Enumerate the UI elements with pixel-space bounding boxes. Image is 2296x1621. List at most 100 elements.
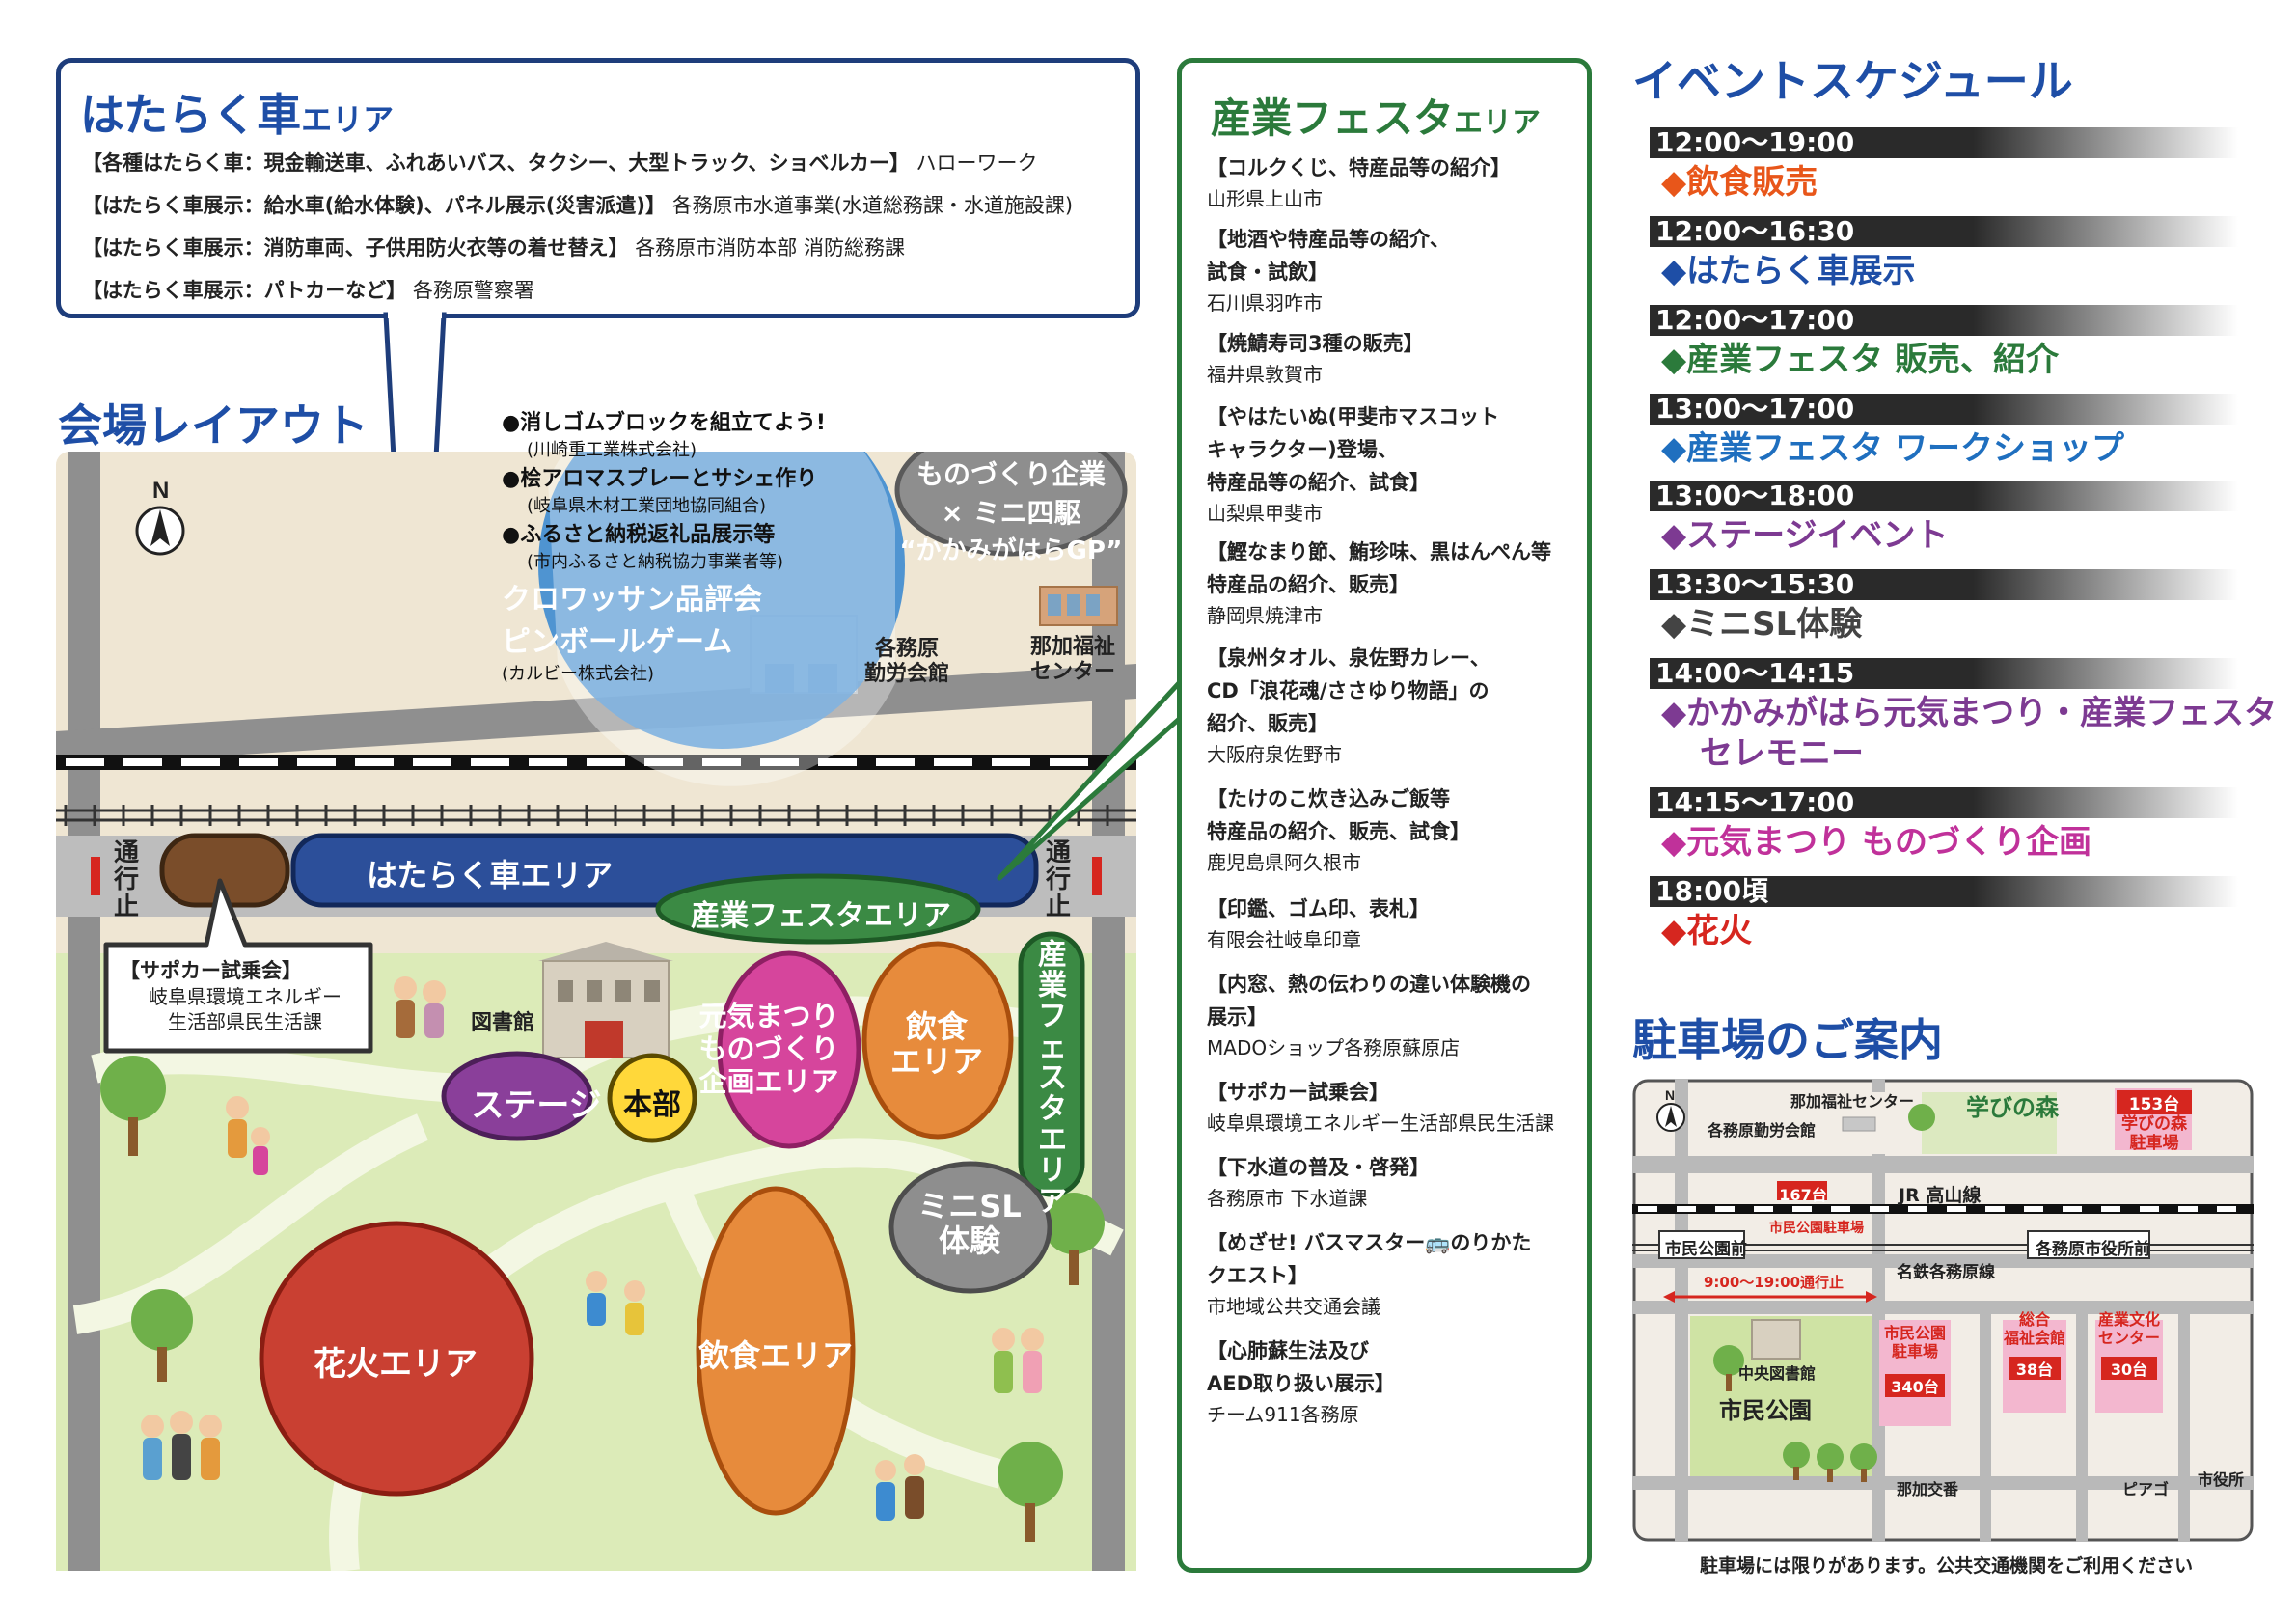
north-label: N — [152, 478, 169, 504]
festa-item: 【心肺蘇生法及び AED取り扱い展示】チーム911各務原 — [1207, 1339, 1396, 1426]
schedule-time: 18:00頃 — [1650, 876, 2238, 907]
parking-lot-38: 総合 福祉会館 38台 — [2003, 1310, 2065, 1380]
festa-item: 【サポカー試乗会】岐阜県環境エネルギー生活部県民生活課 — [1207, 1081, 1554, 1135]
parking-lot-manabi: 153台 学びの森 駐車場 — [2117, 1090, 2192, 1153]
food-area-2-label: 飲食エリア — [697, 1337, 853, 1374]
genki-label: 元気まつり ものづくり 企画エリア — [698, 1000, 839, 1098]
hataraku-line: 【はたらく車展示：パトカーなど】 各務原警察署 — [82, 279, 534, 302]
tree-icon — [100, 1056, 1105, 1542]
festa-item: 【泉州タオル、泉佐野カレー、 CD「浪花魂/ささゆり物語」の 紹介、販売】大阪府… — [1207, 646, 1490, 766]
workshop-org: (市内ふるさと納税協力事業者等) — [527, 552, 784, 572]
schedule-event: ◆ステージイベント — [1661, 516, 1949, 555]
stage-label: ステージ — [471, 1086, 602, 1125]
road-closed-right: 通行止 — [1046, 838, 1072, 921]
festa-area-label: 産業フェスタエリア — [691, 899, 951, 933]
schedule-time: 13:00〜17:00 — [1650, 394, 2238, 425]
workshop-panel: 産業フェスタワークショップ ●消しゴムブロックを組立てよう! (川崎重工業株式会… — [502, 359, 878, 685]
festa-item: 【たけのこ炊き込みご飯等 特産品の紹介、販売、試食】鹿児島県阿久根市 — [1207, 787, 1470, 874]
sapoka-callout: 【サポカー試乗会】 岐阜県環境エネルギー 生活部県民生活課 — [120, 955, 370, 1034]
workshop-org: (岐阜県木材工業団地協同組合) — [527, 496, 767, 516]
festa-item: 【コルクくじ、特産品等の紹介】山形県上山市 — [1207, 156, 1511, 210]
festa-item: 【地酒や特産品等の紹介、 試食・試飲】石川県羽咋市 — [1207, 228, 1450, 315]
schedule-event: ◆かかみがはら元気まつり・産業フェスタ — [1661, 694, 2278, 732]
north-arrow-icon — [135, 506, 185, 556]
workshop-org: (カルビー株式会社) — [502, 664, 655, 684]
sapoka-title: 【サポカー試乗会】 — [120, 959, 302, 982]
naka-label: 那加福祉 センター — [1030, 635, 1116, 684]
workshop-title: 産業フェスタワークショップ — [502, 367, 878, 400]
schedule-time: 12:00〜19:00 — [1650, 127, 2238, 158]
hanabi-area-label: 花火エリア — [314, 1345, 478, 1384]
parking-north-arrow-icon — [1656, 1103, 1685, 1132]
parking-title: 駐車場のご案内 — [1632, 1014, 1943, 1066]
schedule-time: 14:00〜14:15 — [1650, 658, 2238, 689]
parking-piago-label: ピアゴ — [2122, 1480, 2170, 1498]
workshop-org: (川崎重工業株式会社) — [527, 440, 697, 460]
parking-meitetsu-label: 名鉄各務原線 — [1897, 1263, 1995, 1282]
parking-jr-label: JR 高山線 — [1899, 1185, 1982, 1206]
parking-library-label: 中央図書館 — [1738, 1364, 1817, 1383]
parking-station-2: 各務原市役所前 — [2036, 1240, 2150, 1259]
parking-closed-label: 9:00〜19:00通行止 — [1704, 1274, 1845, 1291]
parking-station-1: 市民公園前 — [1665, 1240, 1747, 1259]
hataraku-line: 【各種はたらく車：現金輸送車、ふれあいバス、タクシー、大型トラック、ショベルカー… — [82, 151, 1038, 175]
festa-item: 【めざせ! バスマスター🚌のりかた クエスト】市地域公共交通会議 — [1207, 1231, 1532, 1318]
honbu-label: 本部 — [623, 1088, 681, 1122]
parking-lot-30: 産業文化 センター 30台 — [2097, 1310, 2160, 1380]
library-building — [538, 942, 673, 1058]
layout-title: 会場レイアウト — [58, 399, 369, 452]
parking-north-label: N — [1665, 1087, 1675, 1103]
parking-shiyakusho-label: 市役所 — [2198, 1470, 2245, 1489]
schedule-event-continued: セレモニー — [1700, 734, 1864, 773]
naka-building — [1039, 586, 1118, 626]
schedule-event: ◆産業フェスタ ワークショップ — [1661, 429, 2124, 468]
festa-item: 【鰹なまり節、鮪珍味、黒はんぺん等 特産品の紹介、販売】静岡県焼津市 — [1207, 540, 1551, 627]
festa-item: 【やはたいぬ(甲斐市マスコット キャラクター)登場、 特産品等の紹介、試食】山梨… — [1207, 405, 1500, 525]
schedule-event: ◆花火 — [1661, 912, 1753, 950]
venue-map: N — [56, 452, 1136, 1571]
hataraku-title: はたらく車エリア — [80, 89, 395, 141]
schedule-event: ◆はたらく車展示 — [1661, 252, 1916, 290]
sapoka-org: 岐阜県環境エネルギー 生活部県民生活課 — [149, 985, 342, 1033]
schedule-event: ◆産業フェスタ 販売、紹介 — [1661, 341, 2059, 379]
sapoka-callout-shape — [103, 878, 373, 1054]
people-icon — [141, 976, 1044, 1521]
workshop-extra: ピンボールゲーム — [502, 625, 733, 659]
parking-library-icon — [1751, 1319, 1801, 1360]
festa-title: 産業フェスタエリア — [1211, 95, 1542, 142]
schedule-time: 13:30〜15:30 — [1650, 569, 2238, 600]
library-label: 図書館 — [471, 1011, 535, 1035]
festa-item: 【印鑑、ゴム印、表札】有限会社岐阜印章 — [1207, 897, 1430, 951]
schedule-time: 13:00〜18:00 — [1650, 481, 2238, 511]
festa-item: 【焼鯖寿司3種の販売】福井県敦賀市 — [1207, 332, 1424, 386]
festa-pointer — [997, 680, 1187, 881]
festa-item: 【内窓、熱の伝わりの違い体験機の 展示】MADOショップ各務原蘇原店 — [1207, 973, 1531, 1059]
parking-kinrou-label: 各務原勤労会館 — [1708, 1121, 1817, 1140]
schedule-time: 12:00〜17:00 — [1650, 305, 2238, 336]
festa-item: 【下水道の普及・啓発】各務原市 下水道課 — [1207, 1156, 1430, 1210]
parking-lot-340: 市民公園 駐車場 340台 — [1883, 1324, 1946, 1397]
schedule-event: ◆元気まつり ものづくり企画 — [1661, 823, 2091, 862]
workshop-item: ●桧アロマスプレーとサシェ作り — [502, 467, 818, 491]
festa-area-vertical-label: 産業フェスタエリア — [1038, 938, 1067, 1219]
festa-panel: 産業フェスタエリア 【コルクくじ、特産品等の紹介】山形県上山市 【地酒や特産品等… — [1177, 58, 1592, 1573]
road-closed-left: 通行止 — [114, 838, 140, 921]
workshop-item: ●ふるさと納税返礼品展示等 — [502, 523, 776, 547]
schedule-event: ◆飲食販売 — [1661, 163, 1818, 202]
hataraku-callout: はたらく車エリア 【各種はたらく車：現金輸送車、ふれあいバス、タクシー、大型トラ… — [56, 58, 1140, 318]
schedule-time: 14:15〜17:00 — [1650, 787, 2238, 818]
hataraku-line: 【はたらく車展示：給水車(給水体験)、パネル展示(災害派遣)】 各務原市水道事業… — [82, 194, 1074, 217]
workshop-extra: クロワッサン品評会 — [502, 583, 762, 617]
food-area-1-label: 飲食 エリア — [889, 1008, 983, 1080]
kinrou-label: 各務原 勤労会館 — [864, 637, 950, 686]
parking-koban-label: 那加交番 — [1897, 1480, 1959, 1498]
monozukuri-label: ものづくり企業 × ミニ四駆 “かかみがはらGP” — [899, 458, 1123, 565]
mini-sl-label: ミニSL 体験 — [917, 1188, 1022, 1259]
parking-lot-167-name: 市民公園駐車場 — [1769, 1221, 1864, 1236]
hataraku-line: 【はたらく車展示：消防車両、子供用防火衣等の着せ替え】 各務原市消防本部 消防総… — [82, 236, 905, 260]
parking-note: 駐車場には限りがあります。公共交通機関をご利用ください — [1700, 1555, 2194, 1577]
parking-manabi-label: 学びの森 — [1966, 1094, 2059, 1121]
parking-naka-label: 那加福祉センター — [1790, 1092, 1915, 1111]
schedule-title: イベントスケジュール — [1632, 55, 2073, 107]
parking-tree-icon — [1713, 1104, 1935, 1482]
